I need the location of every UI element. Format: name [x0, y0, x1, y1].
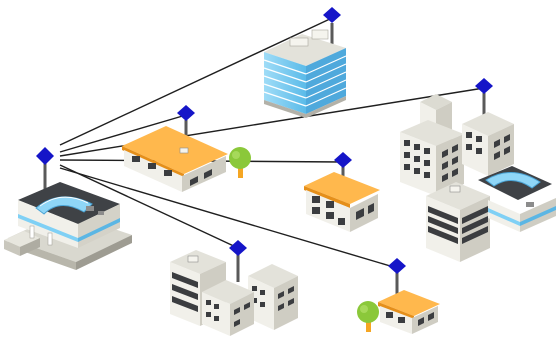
high-rise-cluster-building: [400, 78, 556, 262]
orange-roof-hall-building: [122, 105, 228, 192]
link-glass-tower: [59, 17, 333, 146]
link-cottage: [59, 167, 398, 269]
hq-campus-building: [4, 147, 132, 270]
office-block-group-building: [170, 240, 298, 336]
antenna-icon: [36, 147, 54, 165]
link-office-block-group: [59, 164, 239, 249]
small-orange-house-building: [304, 152, 380, 232]
antenna-icon: [388, 258, 406, 274]
link-orange-roof-hall: [59, 114, 187, 153]
cottage-building: [378, 258, 440, 334]
glass-tower-building: [263, 7, 347, 118]
antenna-icon: [229, 240, 247, 256]
antenna-icon: [177, 105, 195, 121]
antenna-icon: [334, 152, 352, 168]
tree-icon: [229, 147, 251, 178]
tree-icon: [357, 301, 379, 332]
antenna-icon: [323, 7, 341, 23]
antenna-icon: [475, 78, 493, 94]
